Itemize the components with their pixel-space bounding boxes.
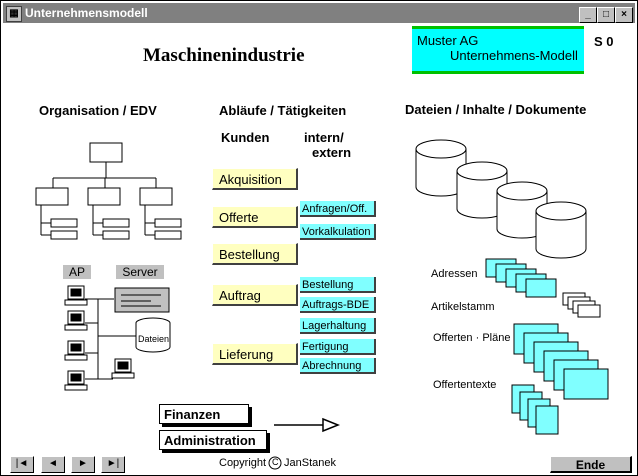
nav-first-button[interactable]: |◄ (10, 456, 34, 473)
documents-label-offerten-plaene: Offerten · Pläne (433, 332, 511, 344)
copyright-symbol: C (272, 457, 279, 467)
column-header-extern: extern (312, 145, 352, 160)
activity-button-bestellung[interactable]: Bestellung (212, 243, 298, 265)
internal-button-anfragen[interactable]: Anfragen/Off. (300, 201, 376, 217)
window-title: Unternehmensmodell (25, 6, 148, 20)
model-name: Unternehmens-Modell (450, 48, 578, 63)
section-header-files: Dateien / Inhalte / Dokumente (405, 102, 587, 117)
internal-button-vorkalkulation[interactable]: Vorkalkulation (300, 224, 376, 240)
internal-button-fertigung[interactable]: Fertigung (300, 339, 376, 355)
ende-button[interactable]: Ende (550, 456, 632, 473)
document-stack-icon (485, 258, 609, 435)
documents-label-adressen: Adressen (431, 268, 478, 280)
column-header-intern: intern/ (304, 130, 344, 145)
page-title: Maschinenindustrie (143, 45, 305, 66)
finanzen-button[interactable]: Finanzen (159, 404, 249, 424)
activity-button-lieferung[interactable]: Lieferung (212, 343, 298, 365)
org-chart-icon (35, 142, 182, 240)
section-header-abl: Abläufe / Tätigkeiten (219, 103, 347, 118)
dateien-label: Dateien (138, 334, 170, 344)
internal-button-bestellung[interactable]: Bestellung (300, 277, 376, 293)
server-label: Server (116, 265, 164, 279)
nav-next-button[interactable]: ► (71, 456, 95, 473)
internal-button-auftrags-bde[interactable]: Auftrags-BDE (300, 297, 376, 313)
documents-label-offertentexte: Offertentexte (433, 379, 497, 391)
copyright-author: JanStanek (284, 457, 336, 469)
nav-prev-button[interactable]: ◄ (41, 456, 65, 473)
ap-label: AP (63, 265, 91, 279)
network-icon (64, 285, 171, 391)
internal-button-lagerhaltung[interactable]: Lagerhaltung (300, 318, 376, 334)
activity-button-offerte[interactable]: Offerte (212, 206, 298, 228)
internal-button-abrechnung[interactable]: Abrechnung (300, 358, 376, 374)
title-bar: ▦ Unternehmensmodell _ □ × (3, 3, 635, 23)
company-name: Muster AG (417, 33, 479, 48)
copyright-prefix: Copyright (219, 457, 267, 469)
nav-last-button[interactable]: ►| (101, 456, 125, 473)
company-badge: Muster AG Unternehmens-Modell (412, 26, 584, 74)
activity-button-akquisition[interactable]: Akquisition (212, 168, 298, 190)
minimize-button[interactable]: _ (579, 7, 597, 23)
arrow-right-icon (274, 417, 341, 433)
copyright-circle-icon (268, 456, 282, 470)
sheet-code: S 0 (594, 34, 614, 49)
administration-button[interactable]: Administration (159, 430, 267, 450)
activity-button-auftrag[interactable]: Auftrag (212, 284, 298, 306)
column-header-kunden: Kunden (221, 130, 270, 145)
documents-label-artikelstamm: Artikelstamm (431, 301, 495, 313)
section-header-org: Organisation / EDV (39, 103, 157, 118)
close-button[interactable]: × (615, 7, 633, 23)
maximize-button[interactable]: □ (597, 7, 615, 23)
app-icon: ▦ (6, 6, 22, 22)
database-icon (415, 139, 587, 259)
